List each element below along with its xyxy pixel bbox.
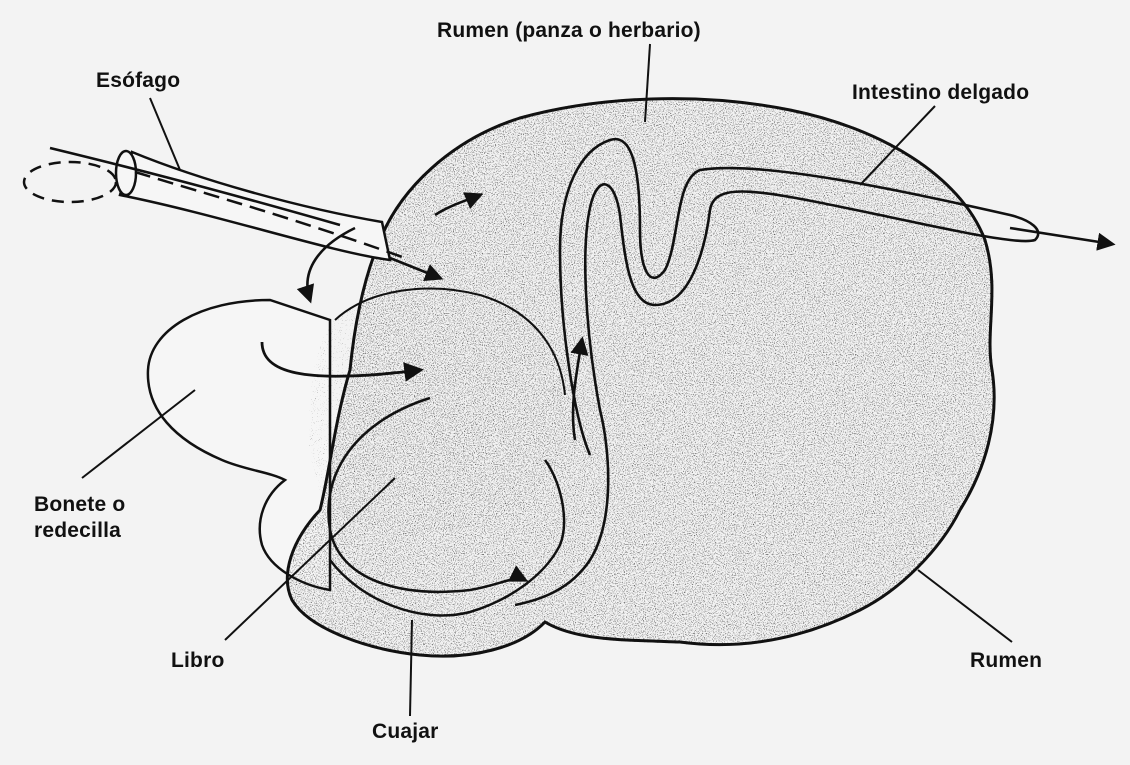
- label-libro: Libro: [171, 648, 225, 674]
- label-bonete: Bonete o redecilla: [34, 492, 125, 545]
- label-rumen-top: Rumen (panza o herbario): [437, 18, 701, 44]
- label-rumen-bottom: Rumen: [970, 648, 1042, 674]
- leader-esofago: [150, 98, 180, 170]
- leader-rumen-bottom: [918, 570, 1012, 642]
- label-cuajar: Cuajar: [372, 719, 439, 745]
- esophagus-tube: [120, 152, 390, 260]
- esophagus-dashed-loop: [24, 162, 116, 202]
- label-intestino: Intestino delgado: [852, 80, 1029, 106]
- libro-organ: [310, 289, 566, 537]
- esophagus-opening: [116, 151, 136, 195]
- label-esofago: Esófago: [96, 68, 180, 94]
